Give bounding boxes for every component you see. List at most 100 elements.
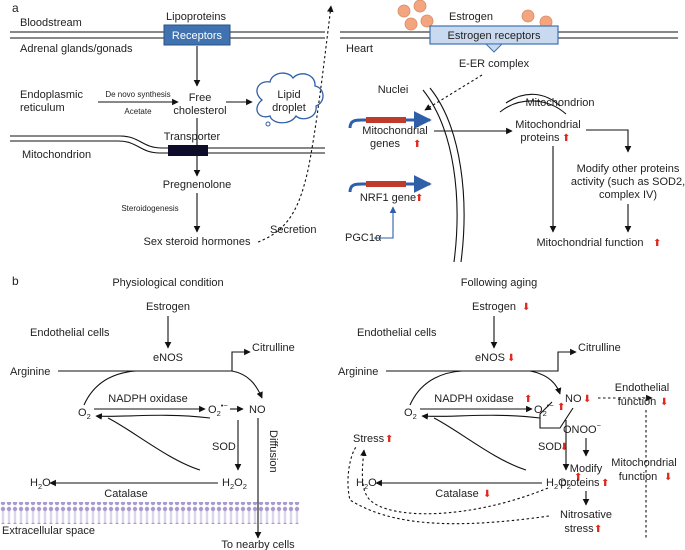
down-arrow-icon: ⬇ [483, 489, 491, 500]
o2-to-enos-right-curve [409, 370, 463, 406]
proteins-to-modify-arrow [586, 129, 632, 153]
sod-left: SOD [212, 441, 236, 453]
estrogen-b-right: Estrogen [472, 301, 516, 313]
superoxide-back-right-arrow [421, 413, 541, 420]
lipid-droplet-label-2: droplet [272, 102, 306, 114]
up-arrow-icon: ⬆ [594, 524, 602, 535]
mito-proteins-label-1: Mitochondrial [515, 119, 580, 131]
nitrosative-to-stress-arrow [347, 446, 550, 525]
pgc-to-nrf1-arrow [374, 206, 397, 239]
nadph-right: NADPH oxidase [434, 393, 513, 405]
modify-label-3: complex IV) [599, 189, 657, 201]
pregnenolone-label: Pregnenolone [163, 179, 232, 191]
onoo-bracket [539, 401, 555, 429]
onoo-label: ONOO− [563, 421, 602, 436]
o2-to-enos-curve [83, 370, 137, 406]
nucleus-membrane-2 [429, 87, 465, 263]
enos-to-no-right-curve [529, 370, 562, 395]
mitochondrion-left-label: Mitochondrion [22, 149, 91, 161]
mito-function-b-label-2: function [619, 471, 658, 483]
free-cholesterol-label-1: Free [189, 92, 212, 104]
secretion-arrow [257, 5, 334, 243]
estrogen-b-left: Estrogen [146, 301, 190, 313]
nadph-left: NADPH oxidase [108, 393, 187, 405]
transporter-box [168, 145, 208, 156]
down-arrow-icon: ⬇ [522, 302, 530, 313]
endothelial-cells-left: Endothelial cells [30, 327, 110, 339]
droplet-bubble [265, 121, 271, 127]
mitochondrion-right-label: Mitochondrion [525, 97, 594, 109]
nitrosative-label-2: stress [564, 523, 594, 535]
nitrosative-label-1: Nitrosative [560, 509, 612, 521]
mito-function-label: Mitochondrial function [536, 237, 643, 249]
onoo-bracket-2 [555, 407, 574, 429]
endothelial-function-label-1: Endothelial [615, 382, 669, 394]
lipid-droplet-cloud [256, 72, 324, 124]
receptor-pointer [484, 43, 504, 53]
up-arrow-icon: ⬆ [653, 238, 661, 249]
endothelial-function-label-2: function [618, 396, 657, 408]
sod-right: SOD [538, 441, 562, 453]
arginine-citrulline-right-arrow [386, 348, 577, 372]
er-label-1: Endoplasmic [20, 89, 83, 101]
up-arrow-icon: ⬆ [562, 133, 570, 144]
mito-function-b-label-1: Mitochondrial [611, 457, 676, 469]
lipoproteins-label: Lipoproteins [166, 11, 226, 23]
panel-a-label: a [12, 1, 19, 15]
up-arrow-icon: ⬆ [574, 472, 582, 483]
steroidogenesis-label: Steroidogenesis [121, 204, 178, 213]
nrf1-gene-icon [348, 175, 432, 193]
to-nearby-label: To nearby cells [221, 539, 295, 550]
sex-steroid-label: Sex steroid hormones [144, 236, 251, 248]
estrogen-receptors-label: Estrogen receptors [448, 30, 541, 42]
extracellular-membrane [0, 502, 300, 524]
down-arrow-icon: ⬇ [560, 442, 568, 453]
nuclei-label: Nuclei [378, 84, 409, 96]
adrenal-label: Adrenal glands/gonads [20, 43, 133, 55]
mito-proteins-label-2: proteins [520, 132, 560, 144]
secretion-label: Secretion [270, 224, 316, 236]
acetate-label: Acetate [124, 107, 152, 116]
catalase-right: Catalase [435, 488, 478, 500]
free-cholesterol-label-2: cholesterol [173, 105, 226, 117]
no-right: NO [565, 393, 582, 405]
e-er-complex-label: E-ER complex [459, 58, 530, 70]
down-arrow-icon: ⬇ [507, 353, 515, 364]
h2o-left: H2O [30, 477, 51, 491]
er-label-2: reticulum [20, 102, 65, 114]
lipid-droplet-label-1: Lipid [277, 89, 300, 101]
nrf1-gene-label: NRF1 gene [360, 192, 416, 204]
enos-right: eNOS [475, 352, 505, 364]
transporter-label: Transporter [164, 131, 221, 143]
o2-h2o2-right-curve [433, 417, 527, 471]
down-arrow-icon: ⬇ [583, 394, 591, 405]
modify-proteins-label-1: Modify [570, 463, 603, 475]
mito-genes-icon [348, 111, 432, 129]
receptors-box [163, 24, 231, 46]
citrulline-right: Citrulline [578, 342, 621, 354]
superoxide-left: O2•− [208, 401, 228, 418]
up-arrow-icon: ⬆ [385, 434, 393, 445]
arginine-citrulline-arrow [58, 348, 251, 372]
mito-genes-label-1: Mitochondrial [362, 125, 427, 137]
diffusion-label: Diffusion [267, 430, 279, 473]
h2o2-to-stress-arrow [360, 449, 549, 515]
receptors-label: Receptors [172, 30, 223, 42]
superoxide-right: O2•− [534, 401, 554, 418]
estrogen-molecules [397, 0, 553, 31]
arginine-left: Arginine [10, 366, 50, 378]
extracellular-label: Extracellular space [2, 525, 95, 537]
panel-b-label: b [12, 274, 19, 288]
up-arrow-icon: ⬆ [524, 394, 532, 405]
stress-label: Stress [353, 433, 385, 445]
pgc1a-label: PGC1α [345, 232, 382, 244]
de-novo-label: De novo synthesis [105, 90, 170, 99]
up-arrow-icon: ⬆ [413, 139, 421, 150]
arginine-right: Arginine [338, 366, 378, 378]
o2-h2o2-curve [107, 417, 201, 471]
modify-label-1: Modify other proteins [577, 163, 680, 175]
mito-arc-1 [505, 93, 561, 107]
up-arrow-icon: ⬆ [415, 193, 423, 204]
no-left: NO [249, 404, 266, 416]
